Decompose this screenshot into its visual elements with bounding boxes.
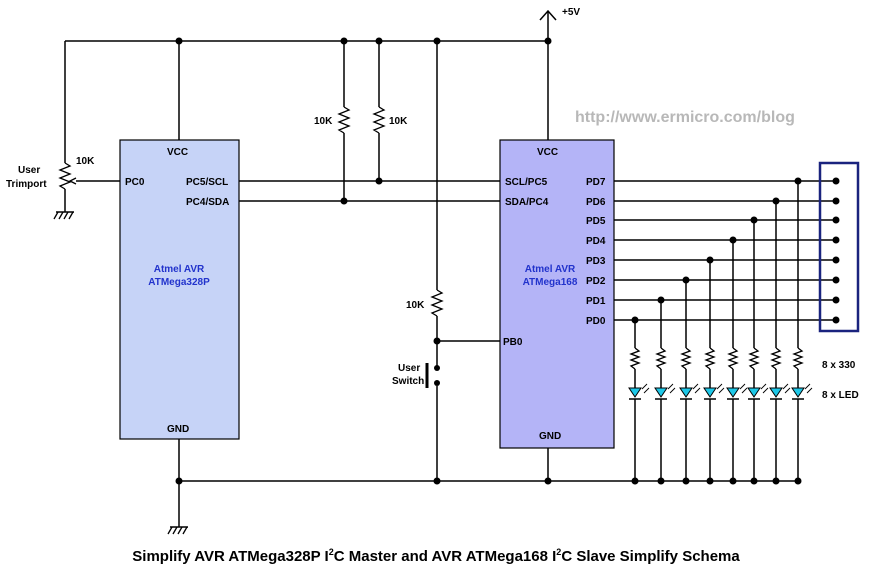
slave-pin-pd7: PD7 xyxy=(586,177,606,188)
pullup-resistor-scl xyxy=(337,41,351,201)
supply-label: +5V xyxy=(562,7,580,18)
master-gnd: GND xyxy=(167,424,189,435)
pin-header-connector xyxy=(818,161,860,333)
master-chip xyxy=(119,139,240,440)
junction-dots xyxy=(175,37,802,485)
resistor-array-label: 8 x 330 xyxy=(822,360,856,371)
switch-label-line1: User xyxy=(398,363,420,374)
i2c-bus xyxy=(239,180,500,202)
slave-name-line1: Atmel AVR xyxy=(525,264,576,275)
slave-pin-pd0: PD0 xyxy=(586,316,606,327)
led-branch-pd7 xyxy=(791,181,805,481)
pullup-scl-value: 10K xyxy=(314,116,333,127)
master-vcc: VCC xyxy=(167,147,188,158)
pullup-sda-value: 10K xyxy=(389,116,408,127)
switch-label-line2: Switch xyxy=(392,376,424,387)
slave-gnd: GND xyxy=(539,431,561,442)
trimpot-value: 10K xyxy=(76,156,95,167)
led-branch-pd1 xyxy=(654,300,668,481)
gnd-rail xyxy=(167,439,798,535)
blog-url: http://www.ermicro.com/blog xyxy=(575,109,795,126)
led-branch-pd4 xyxy=(726,240,740,481)
diagram-caption: Simplify AVR ATMega328P I2C Master and A… xyxy=(132,547,740,565)
slave-pin-pd6: PD6 xyxy=(586,197,606,208)
pullup-pb0-value: 10K xyxy=(406,300,425,311)
port-d-lines xyxy=(614,180,836,321)
master-pin-pc4: PC4/SDA xyxy=(186,197,229,208)
slave-pin-pd2: PD2 xyxy=(586,276,606,287)
master-name-line1: Atmel AVR xyxy=(154,264,205,275)
slave-pin-pb0: PB0 xyxy=(503,337,523,348)
master-name-line2: ATMega328P xyxy=(148,277,210,288)
slave-pin-scl: SCL/PC5 xyxy=(505,177,548,188)
slave-pin-pd5: PD5 xyxy=(586,216,606,227)
trimpot xyxy=(53,162,120,220)
led-branch-pd3 xyxy=(703,260,717,481)
slave-pin-pd1: PD1 xyxy=(586,296,606,307)
slave-pin-pd3: PD3 xyxy=(586,256,606,267)
master-pin-pc0: PC0 xyxy=(125,177,145,188)
led-branch-pd2 xyxy=(679,280,693,481)
pullup-resistor-pb0 xyxy=(430,41,500,366)
led-branch-pd6 xyxy=(769,201,783,481)
slave-vcc: VCC xyxy=(537,147,558,158)
pullup-resistor-sda xyxy=(372,41,386,181)
slave-name-line2: ATMega168 xyxy=(523,277,578,288)
led-array-label: 8 x LED xyxy=(822,390,859,401)
user-switch xyxy=(425,363,440,481)
slave-chip xyxy=(499,139,615,449)
vcc-rail xyxy=(64,9,557,163)
trimport-label-line1: User xyxy=(18,165,40,176)
slave-pin-sda: SDA/PC4 xyxy=(505,197,549,208)
led-array xyxy=(628,181,813,481)
led-branch-pd5 xyxy=(747,220,761,481)
master-pin-pc5: PC5/SCL xyxy=(186,177,228,188)
led-branch-pd0 xyxy=(628,320,642,481)
trimport-label-line2: Trimport xyxy=(6,179,47,190)
slave-pin-pd4: PD4 xyxy=(586,236,606,247)
